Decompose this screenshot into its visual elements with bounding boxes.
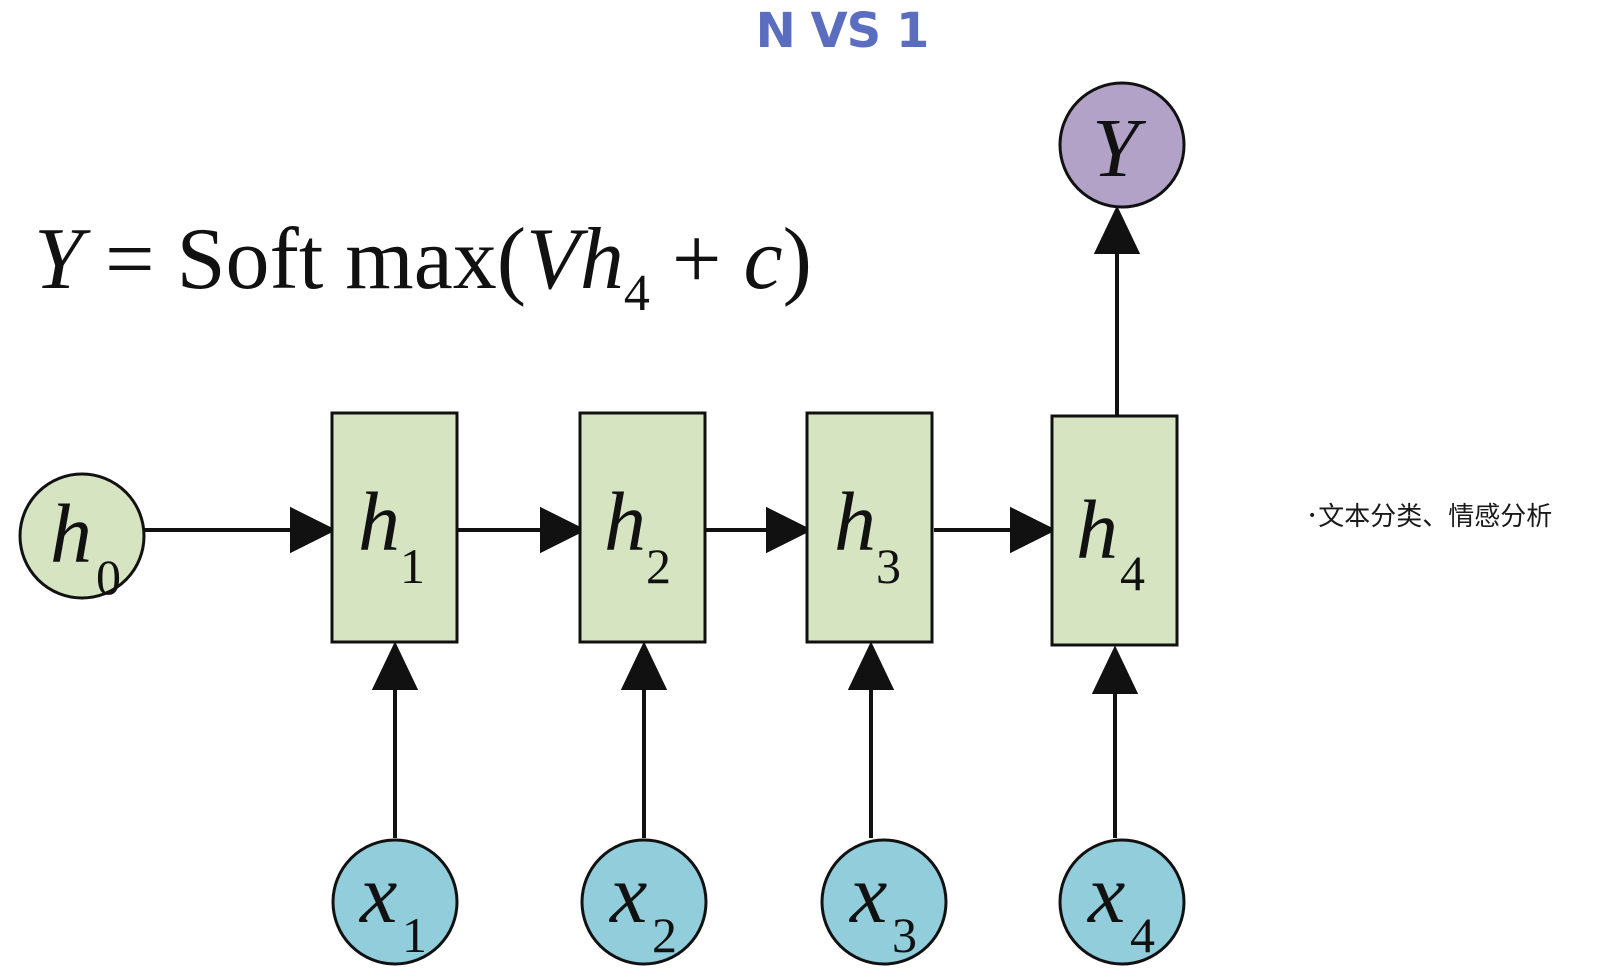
input-base: x [848,848,887,941]
formula-vh: Vh [526,211,624,308]
input-subscript: 3 [892,907,917,963]
hidden-state-subscript: 3 [876,538,901,594]
hidden-state-base: h [604,476,646,569]
input-connections [371,641,1139,838]
output-connection [1093,205,1141,420]
bullet-icon: • [1308,508,1317,524]
input-x1: x 1 [331,838,459,966]
initial-state-base: h [50,488,92,581]
hidden-state-subscript: 1 [400,538,425,594]
arrowhead-icon [766,506,813,554]
output-node: Y [1058,81,1186,209]
hidden-state-h4: h 4 [1050,414,1179,647]
input-subscript: 4 [1130,907,1155,963]
formula-close-paren: ) [782,211,812,308]
arrowhead-icon [620,641,668,690]
recurrent-connections [144,506,1057,554]
arrowhead-icon [371,641,419,690]
hidden-state-subscript: 4 [1120,545,1145,601]
hidden-state-h3: h 3 [805,411,934,644]
formula-function: Soft max( [176,211,527,308]
arrowhead-icon [1010,506,1057,554]
input-x2: x 2 [580,838,708,966]
input-subscript: 1 [402,907,427,963]
input-base: x [358,848,397,941]
hidden-state-subscript: 2 [646,538,671,594]
formula-equals: = [104,211,155,308]
input-base: x [608,848,647,941]
formula-vh-subscript: 4 [623,265,650,322]
formula-lhs: Y [34,211,83,308]
hidden-state-h2: h 2 [578,411,707,644]
hidden-state-base: h [358,476,400,569]
initial-state-node: h 0 [18,472,146,605]
arrowhead-icon [290,506,337,554]
application-note: •文本分类、情感分析 [1308,500,1552,533]
formula-plus: + [671,211,722,308]
softmax-formula: Y = Soft max(Vh4 + c) [34,205,934,325]
input-subscript: 2 [652,907,677,963]
arrowhead-icon [847,641,895,690]
hidden-state-base: h [1076,484,1118,577]
output-label: Y [1092,102,1147,195]
arrowhead-icon [540,506,587,554]
hidden-state-base: h [834,476,876,569]
arrowhead-icon [1093,205,1141,254]
initial-state-subscript: 0 [96,549,121,605]
application-note-text: 文本分类、情感分析 [1318,502,1553,532]
hidden-state-h1: h 1 [330,411,459,644]
arrowhead-icon [1091,645,1139,694]
formula-bias: c [743,211,783,308]
input-base: x [1086,848,1125,941]
input-x4: x 4 [1058,838,1186,966]
slide-title: N VS 1 [755,3,930,59]
input-x3: x 3 [820,838,948,966]
